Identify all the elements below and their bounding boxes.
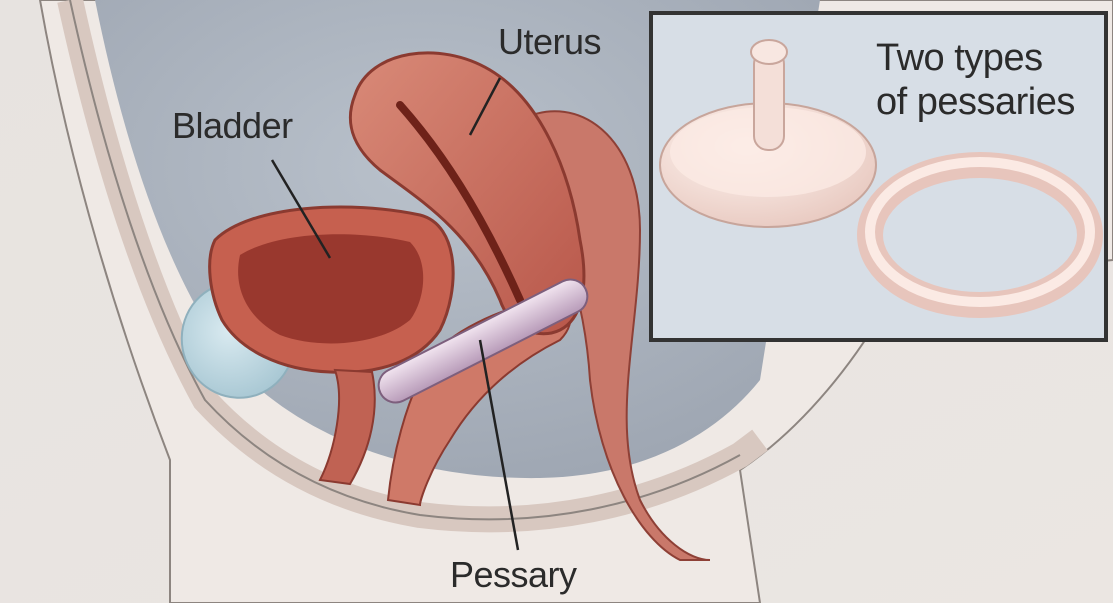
uterus-label: Uterus	[498, 24, 601, 60]
inset-caption: Two types of pessaries	[876, 36, 1075, 124]
disc-pessary-knob	[751, 40, 787, 64]
inset-caption-line-2: of pessaries	[876, 80, 1075, 124]
inset-caption-line-1: Two types	[876, 36, 1075, 80]
pessary-label: Pessary	[450, 557, 577, 593]
bladder-label: Bladder	[172, 108, 293, 144]
